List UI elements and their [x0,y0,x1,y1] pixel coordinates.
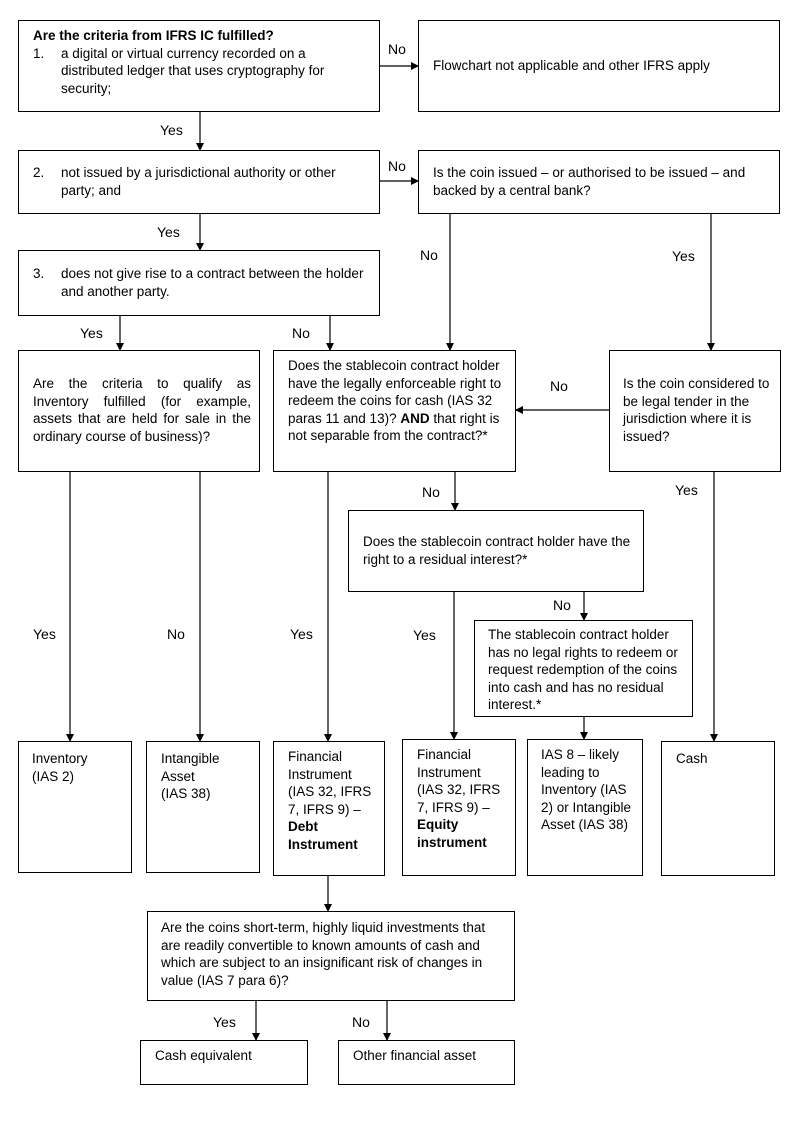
label-short-term-no: No [352,1014,370,1030]
criteria-heading: Are the criteria from IFRS IC fulfilled? [33,28,274,43]
redeem-question-text-2: that right is not separable from the con… [288,410,500,444]
cash-equivalent-text: Cash equivalent [155,1048,252,1063]
inventory-question-box: Are the criteria to qualify as Inventory… [18,350,260,472]
cash-outcome-box: Cash [661,741,775,876]
criterion-2-box: 2. not issued by a jurisdictional author… [18,150,380,214]
no-rights-box: The stablecoin contract holder has no le… [474,620,693,717]
debt-instrument-text: Financial Instrument (IAS 32, IFRS 7, IF… [288,749,372,817]
inventory-outcome-line2: (IAS 2) [32,768,75,784]
other-financial-asset-text: Other financial asset [353,1048,477,1063]
residual-interest-question-box: Does the stablecoin contract holder have… [348,510,644,592]
label-b1-no: No [388,41,406,57]
criterion-2-text: not issued by a jurisdictional authority… [61,165,336,198]
label-b2-yes: Yes [157,224,180,240]
inventory-outcome-box: Inventory (IAS 2) [18,741,132,873]
equity-instrument-box: Financial Instrument (IAS 32, IFRS 7, IF… [402,739,516,876]
inventory-outcome-line1: Inventory [32,751,88,766]
label-central-bank-yes: Yes [672,248,695,264]
no-rights-text: The stablecoin contract holder has no le… [488,627,678,712]
other-financial-asset-box: Other financial asset [338,1040,515,1085]
debt-instrument-bold: Debt Instrument [288,819,358,852]
label-inventory-no: No [167,626,185,642]
label-central-bank-no: No [420,247,438,263]
criterion-1-box: Are the criteria from IFRS IC fulfilled?… [18,20,380,112]
label-legal-tender-no: No [550,378,568,394]
short-term-question-text: Are the coins short-term, highly liquid … [161,920,486,988]
equity-instrument-bold: Equity instrument [417,817,487,850]
label-residual-yes: Yes [413,627,436,643]
not-applicable-box: Flowchart not applicable and other IFRS … [418,20,780,112]
ias8-outcome-text: IAS 8 – likely leading to Inventory (IAS… [541,747,632,832]
short-term-question-box: Are the coins short-term, highly liquid … [147,911,515,1001]
label-b3-yes: Yes [80,325,103,341]
criterion-2-number: 2. [33,165,45,180]
redeem-question-text: Does the stablecoin contract holder have… [288,358,502,426]
ias8-outcome-box: IAS 8 – likely leading to Inventory (IAS… [527,739,643,876]
criterion-3-text: does not give rise to a contract between… [61,266,364,299]
legal-tender-question-box: Is the coin considered to be legal tende… [609,350,781,472]
label-inventory-yes: Yes [33,626,56,642]
redeem-question-box: Does the stablecoin contract holder have… [273,350,516,472]
label-legal-tender-yes: Yes [675,482,698,498]
criterion-1-number: 1. [33,45,45,61]
equity-instrument-text: Financial Instrument (IAS 32, IFRS 7, IF… [417,747,501,815]
label-residual-no: No [553,597,571,613]
not-applicable-text: Flowchart not applicable and other IFRS … [433,58,710,73]
residual-interest-question-text: Does the stablecoin contract holder have… [363,534,631,567]
criterion-3-number: 3. [33,266,45,281]
intangible-outcome-box: Intangible Asset (IAS 38) [146,741,260,873]
label-b1-yes: Yes [160,122,183,138]
intangible-outcome-line2: Asset [161,768,195,784]
inventory-question-text: Are the criteria to qualify as Inventory… [33,376,251,444]
criterion-1-text: a digital or virtual currency recorded o… [61,45,325,96]
central-bank-question-text: Is the coin issued – or authorised to be… [433,165,746,198]
cash-equivalent-box: Cash equivalent [140,1040,308,1085]
central-bank-question-box: Is the coin issued – or authorised to be… [418,150,780,214]
label-short-term-yes: Yes [213,1014,236,1030]
cash-outcome-text: Cash [676,751,708,766]
label-b3-no: No [292,325,310,341]
criterion-3-box: 3. does not give rise to a contract betw… [18,250,380,316]
label-redeem-no: No [422,484,440,500]
legal-tender-question-text: Is the coin considered to be legal tende… [623,376,770,444]
intangible-outcome-line1: Intangible [161,751,220,766]
label-b2-no: No [388,158,406,174]
redeem-question-and: AND [400,410,430,426]
label-redeem-yes: Yes [290,626,313,642]
debt-instrument-box: Financial Instrument (IAS 32, IFRS 7, IF… [273,741,385,876]
intangible-outcome-line3: (IAS 38) [161,786,211,801]
